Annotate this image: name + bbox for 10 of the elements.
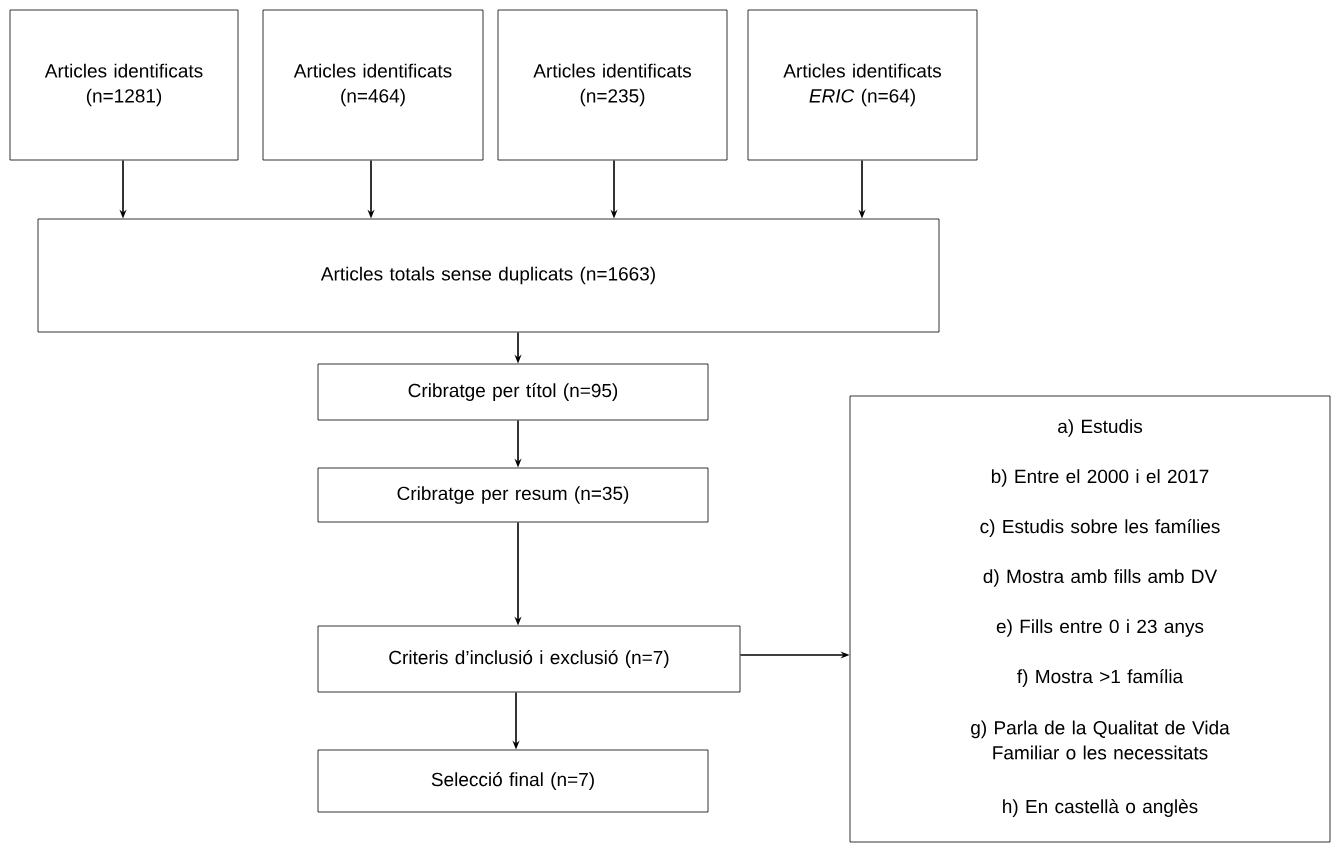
process-box: Articles totals sense duplicats (n=1663) [37,218,940,333]
criteria-box: a) Estudis b) Entre el 2000 i el 2017 c) Estudis sobre les famílies d) Mostra amb fills amb DV e) Fills entre 0 i 23 anys f) Mostra >1 família g) Parla de la Qualitat de Vida Familiar o les necessitats h) En castellà o anglès [849,395,1331,843]
process-box: Criteris d’inclusió i exclusió (n=7) [317,625,741,693]
process-box: Articles identificats ERIC (n=64) [747,9,978,161]
process-box: Cribratge per títol (n=95) [317,363,709,421]
process-box: Articles identificats (n=235) [497,9,728,161]
process-box: Selecció final (n=7) [317,749,709,813]
process-box: Articles identificats (n=1281) [9,9,239,161]
process-box: Cribratge per resum (n=35) [317,467,709,523]
process-box: Articles identificats (n=464) [262,9,484,161]
